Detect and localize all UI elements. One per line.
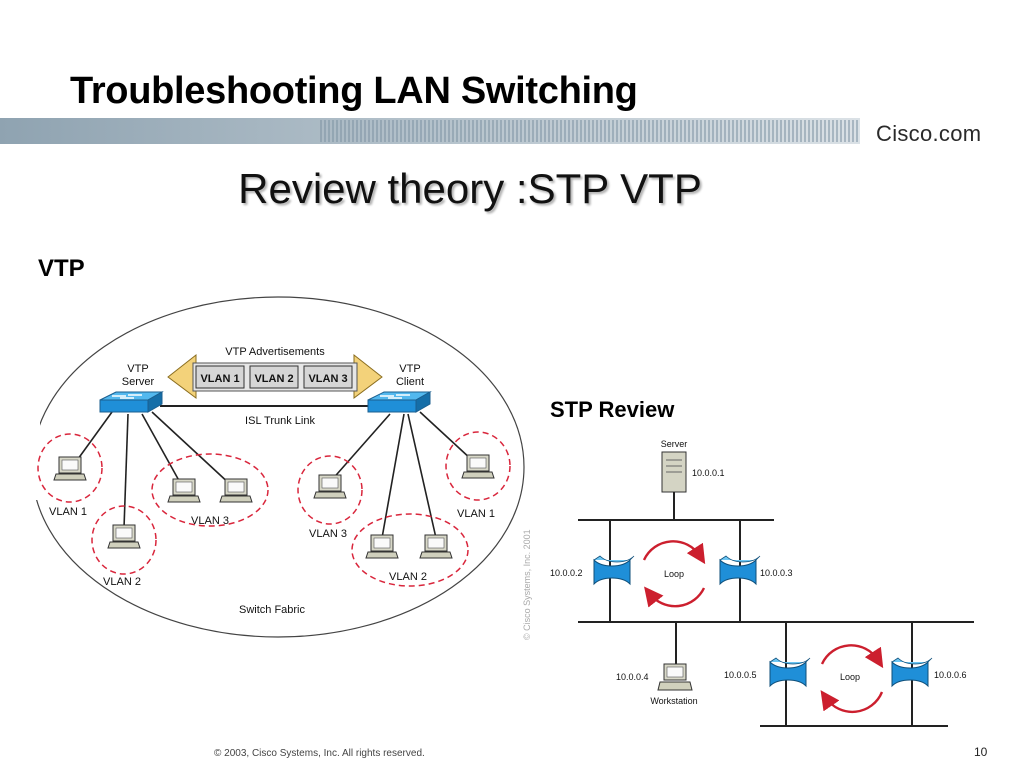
left-vlan1-ring xyxy=(37,433,103,503)
left-vlan2-ring xyxy=(91,505,157,575)
stp-lan-segments xyxy=(578,492,974,727)
right-vlan2-label: VLAN 2 xyxy=(389,571,427,583)
right-vlan3-ring xyxy=(297,455,363,525)
left-vlan2-label: VLAN 2 xyxy=(103,576,141,588)
copyright-watermark: © Cisco Systems, Inc. 2001 xyxy=(522,529,532,640)
loop-arrows-upper xyxy=(642,540,706,608)
vlan-box-1-label: VLAN 1 xyxy=(200,373,239,385)
bridge-10-0-0-2-icon xyxy=(593,555,635,585)
bridge-ip-3: 10.0.0.5 xyxy=(724,670,757,680)
vlan-box-3-label: VLAN 3 xyxy=(308,373,347,385)
cisco-logo: Cisco.com xyxy=(876,121,982,146)
vtp-heading: VTP xyxy=(38,255,85,282)
vtp-client-label-2: Client xyxy=(396,376,424,388)
bridge-ip-4: 10.0.0.6 xyxy=(934,670,967,680)
right-vlan1-label: VLAN 1 xyxy=(457,508,495,520)
right-vlan2-ring xyxy=(351,513,469,587)
footer-copyright: © 2003, Cisco Systems, Inc. All rights r… xyxy=(214,748,425,759)
stp-server-ip: 10.0.0.1 xyxy=(692,468,725,478)
vlan-box-2-label: VLAN 2 xyxy=(254,373,293,385)
client-links xyxy=(329,411,473,539)
switch-fabric-label: Switch Fabric xyxy=(239,604,306,616)
loop-label-lower: Loop xyxy=(840,672,860,682)
right-vlan1-ring xyxy=(445,431,511,501)
stp-heading: STP Review xyxy=(550,397,675,422)
left-vlan3-label: VLAN 3 xyxy=(191,515,229,527)
loop-arrows-lower xyxy=(820,644,884,714)
vtp-server-label-1: VTP xyxy=(127,363,148,375)
slide-title: Troubleshooting LAN Switching xyxy=(70,70,638,112)
vlan-box-3 xyxy=(303,365,353,389)
workstation-icon xyxy=(657,663,693,691)
bridge-ip-1: 10.0.0.2 xyxy=(550,568,583,578)
left-vlan3-ring xyxy=(151,453,269,527)
right-vlan3-label: VLAN 3 xyxy=(309,528,347,540)
bridge-10-0-0-5-icon xyxy=(769,657,811,687)
workstation-ip: 10.0.0.4 xyxy=(616,672,649,682)
vlan-box-1 xyxy=(195,365,245,389)
loop-label-upper: Loop xyxy=(664,569,684,579)
workstation-label: Workstation xyxy=(650,696,697,706)
header-band xyxy=(0,118,1024,144)
vtp-server-label-2: Server xyxy=(122,376,155,388)
left-vlan1-label: VLAN 1 xyxy=(49,506,87,518)
vtp-advertisements-label: VTP Advertisements xyxy=(225,346,325,358)
vlan-box-2 xyxy=(249,365,299,389)
isl-trunk-label: ISL Trunk Link xyxy=(245,415,315,427)
slide-subtitle: Review theory :STP VTP xyxy=(238,165,702,212)
vtp-client-label-1: VTP xyxy=(399,363,420,375)
stp-server-label: Server xyxy=(661,439,688,449)
stp-server-icon xyxy=(661,451,687,493)
page-number: 10 xyxy=(974,745,988,759)
bridge-ip-2: 10.0.0.3 xyxy=(760,568,793,578)
